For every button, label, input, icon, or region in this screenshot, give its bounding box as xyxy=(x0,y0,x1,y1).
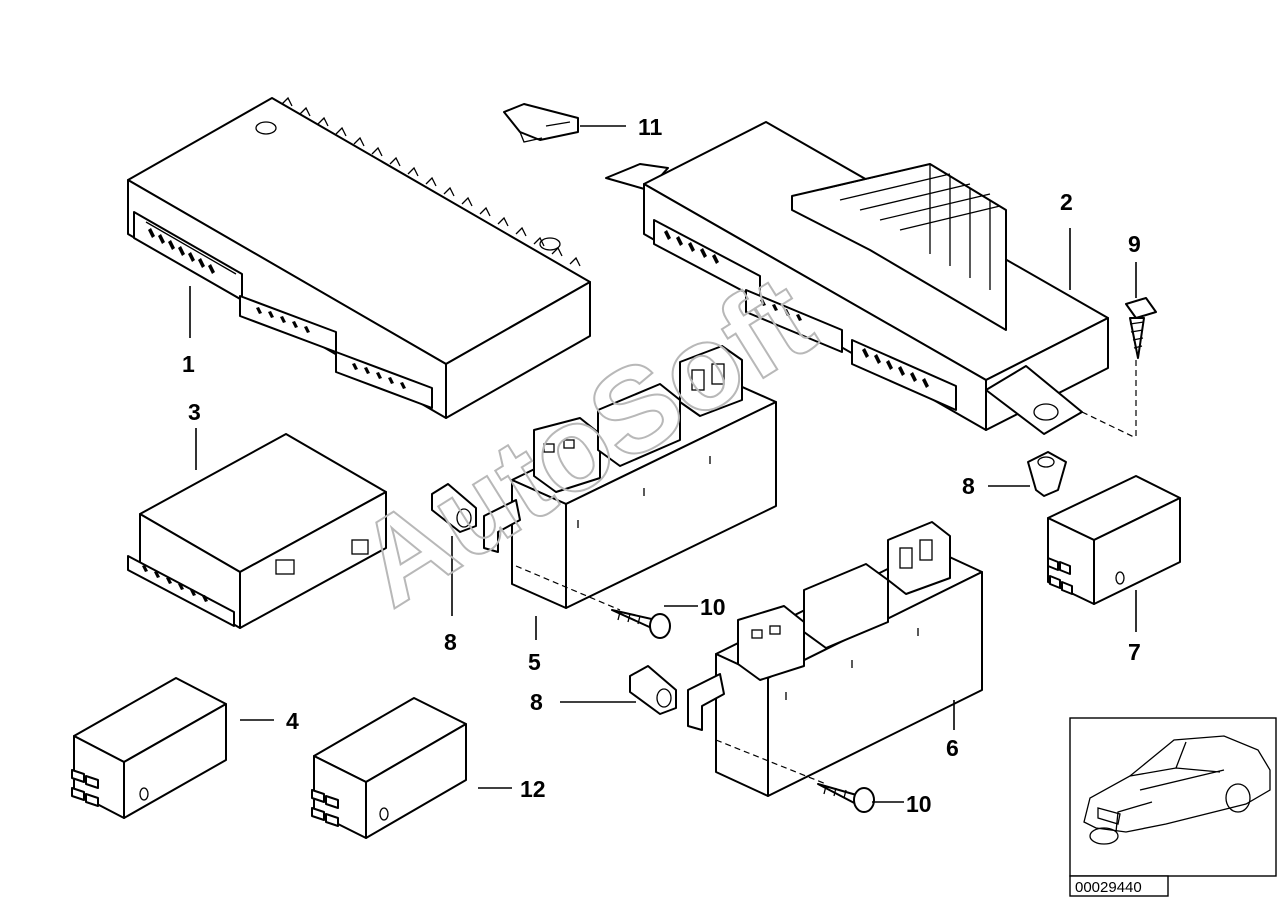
callout-2: 2 xyxy=(1060,189,1073,215)
callout-7: 7 xyxy=(1128,639,1141,665)
part-7-relay xyxy=(1047,475,1181,605)
part-8-nut-left xyxy=(431,483,477,533)
callout-4: 4 xyxy=(286,708,299,734)
callout-10-lower: 10 xyxy=(906,791,932,817)
callout-6: 6 xyxy=(946,735,959,761)
part-8-nut-middle xyxy=(629,665,677,715)
part-5-relay-box xyxy=(483,345,777,609)
callout-12: 12 xyxy=(520,776,546,802)
part-9-screw xyxy=(1125,297,1157,359)
part-3-module xyxy=(127,433,387,629)
part-1-control-module xyxy=(127,96,591,419)
part-8-nut-right xyxy=(1027,451,1067,497)
image-code-label: 00029440 xyxy=(1069,875,1169,897)
callout-3: 3 xyxy=(188,399,201,425)
vehicle-thumbnail xyxy=(1069,717,1277,877)
callout-11: 11 xyxy=(638,114,663,140)
part-10-screw-lower xyxy=(817,783,875,813)
callout-1: 1 xyxy=(182,351,195,377)
callout-8-left: 8 xyxy=(444,629,457,655)
callout-8-middle: 8 xyxy=(530,689,543,715)
part-10-screw-upper xyxy=(611,609,671,639)
callout-9: 9 xyxy=(1128,231,1141,257)
part-6-relay-box xyxy=(687,521,983,797)
callout-10-upper: 10 xyxy=(700,594,726,620)
part-12-relay xyxy=(311,697,467,839)
callout-5: 5 xyxy=(528,649,541,675)
callout-8-right: 8 xyxy=(962,473,975,499)
image-code: 00029440 xyxy=(1075,879,1142,896)
part-11-clip xyxy=(503,103,579,143)
part-4-relay xyxy=(71,677,227,819)
part-2-control-module xyxy=(605,121,1109,435)
